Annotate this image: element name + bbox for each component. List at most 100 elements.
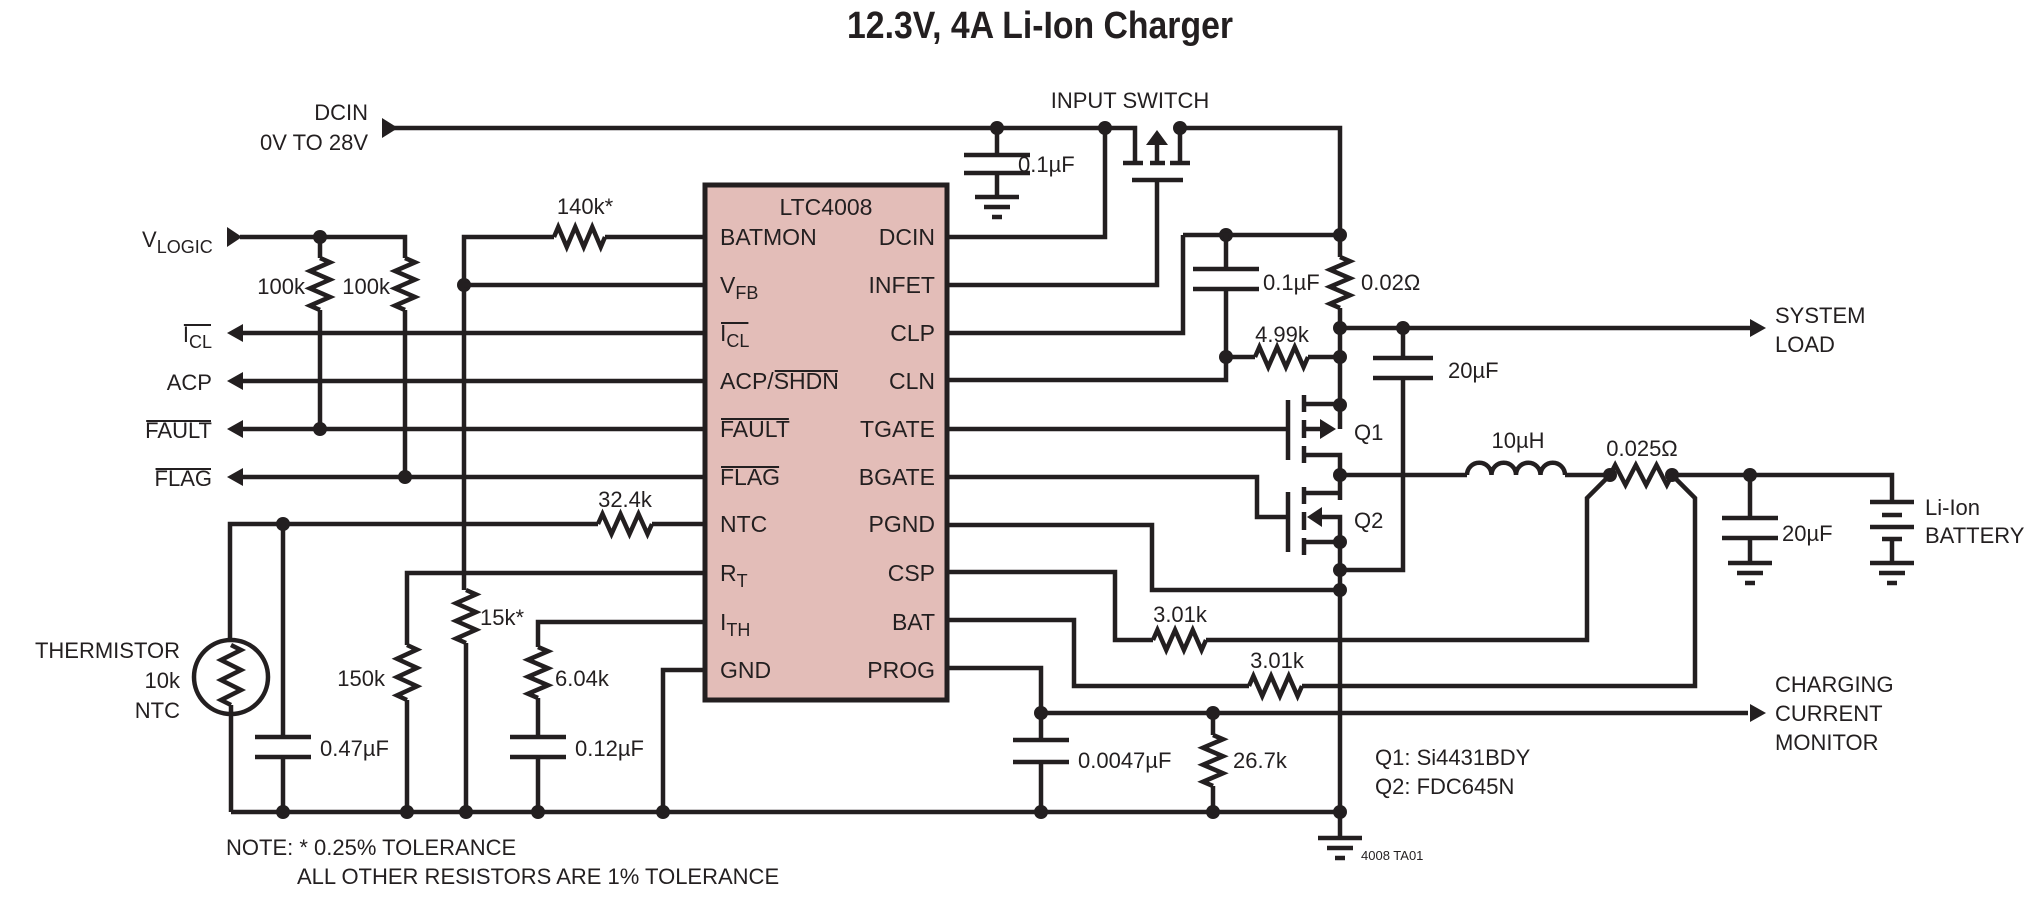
vlogic-wire: [240, 234, 408, 258]
thermistor-icon: [191, 637, 271, 717]
ic-pin-right: BGATE: [859, 464, 935, 490]
charging-monitor-label: MONITOR: [1775, 730, 1878, 755]
resistor-cln: [1252, 341, 1311, 373]
value-label: 0.025Ω: [1606, 436, 1678, 461]
system-load-label: SYSTEM: [1775, 303, 1865, 328]
thermistor-label: THERMISTOR: [35, 638, 180, 663]
infet-wire: [947, 180, 1160, 288]
dcin-range-label: 0V TO 28V: [260, 130, 368, 155]
ic-pin-left: ITH: [720, 609, 750, 640]
value-label: 3.01k: [1250, 648, 1305, 673]
ic-pin-left: NTC: [720, 511, 767, 537]
q2-label: Q2: [1354, 508, 1383, 533]
output-label: FAULT: [145, 418, 212, 443]
wire: [227, 521, 598, 640]
arrow-left-icon: [227, 420, 243, 438]
value-label: 0.47µF: [320, 736, 389, 761]
ic-pin-right: CSP: [888, 560, 935, 586]
wire: [535, 619, 705, 647]
bgate-wire: [947, 474, 1288, 520]
wire: [660, 667, 705, 812]
value-label: 100k: [342, 274, 391, 299]
ic-pin-right: PGND: [869, 511, 935, 537]
resistor-prog: [1197, 732, 1229, 789]
ic-pin-right: INFET: [869, 272, 935, 298]
ic-pin-left: BATMON: [720, 224, 817, 250]
arrow-up-icon: [1146, 130, 1168, 145]
value-label: 6.04k: [555, 666, 610, 691]
csp-sense-wire: [1206, 473, 1612, 643]
charging-monitor-label: CHARGING: [1775, 672, 1894, 697]
ic-pin-left: FAULT: [720, 416, 790, 442]
ic-pin-left: GND: [720, 657, 771, 683]
wires: [227, 121, 1895, 838]
value-label: 0.1µF: [1018, 152, 1075, 177]
wire: [1320, 514, 1343, 542]
prog-wire: [947, 665, 1044, 713]
ic-pin-right: PROG: [867, 657, 935, 683]
q1-label: Q1: [1354, 420, 1383, 445]
dcin-label: DCIN: [314, 100, 368, 125]
wire: [1177, 125, 1343, 235]
arrow-left-icon: [227, 372, 243, 390]
labels: LTC4008BATMONVFBICLACP/SHDNFAULTFLAGNTCR…: [35, 88, 2025, 889]
junction-dot: [656, 805, 670, 819]
ic-pin-left: ACP/SHDN: [720, 368, 839, 394]
part-note: Q1: Si4431BDY: [1375, 745, 1531, 770]
figure-id: 4008 TA01: [1361, 848, 1423, 863]
dcin-rail: [385, 125, 1138, 163]
arrow-right-icon: [1750, 319, 1766, 337]
resistor-ith: [522, 644, 554, 701]
ic-pin-left: RT: [720, 560, 748, 591]
resistor-sense-battery: [1608, 460, 1674, 490]
output-label: ICL: [183, 322, 212, 352]
junction-dot: [1333, 563, 1347, 577]
value-label: 3.01k: [1153, 602, 1208, 627]
vlogic-label: VLOGIC: [142, 227, 213, 257]
bat-wire: [947, 617, 1249, 689]
value-label: 140k*: [557, 194, 614, 219]
value-label: 15k*: [480, 605, 524, 630]
ic-pin-right: CLN: [889, 368, 935, 394]
dcin-pin-wire: [947, 128, 1108, 240]
port-arrow-icon: [382, 118, 398, 138]
wire: [404, 570, 705, 645]
output-label: ACP: [167, 370, 212, 395]
inductor: [1464, 460, 1568, 476]
battery-wire: [1672, 472, 1895, 502]
system-load-label: LOAD: [1775, 332, 1835, 357]
tolerance-note: NOTE: * 0.25% TOLERANCE: [226, 835, 516, 860]
value-label: 20µF: [1782, 521, 1833, 546]
resistor-csp: [1150, 624, 1209, 656]
cln-wire: [947, 289, 1229, 383]
thermistor-label: NTC: [135, 698, 180, 723]
ic-pin-left: VFB: [720, 272, 758, 303]
ic-pin-right: TGATE: [860, 416, 935, 442]
arrow-right-icon: [1750, 704, 1766, 722]
arrow-left-icon: [227, 468, 243, 486]
value-label: 0.12µF: [575, 736, 644, 761]
output-label: FLAG: [155, 466, 212, 491]
value-label: 150k: [337, 666, 386, 691]
arrow-left-icon: [1307, 507, 1322, 527]
ic-pin-left: FLAG: [720, 464, 780, 490]
value-label: 26.7k: [1233, 748, 1288, 773]
ic-pin-right: CLP: [890, 320, 935, 346]
ic-pin-right: BAT: [892, 609, 935, 635]
bat-sense-wire: [1302, 473, 1698, 689]
resistor-sense-input: [1324, 254, 1356, 311]
battery-label: BATTERY: [1925, 523, 2025, 548]
ic-pin-right: DCIN: [879, 224, 935, 250]
junction-dot: [400, 805, 414, 819]
junction-dot: [531, 805, 545, 819]
charging-monitor-label: CURRENT: [1775, 701, 1883, 726]
junction-dot: [459, 805, 473, 819]
value-label: 100k: [257, 274, 306, 299]
components: [191, 118, 1914, 861]
clp-wire: [947, 235, 1186, 336]
value-label: 0.02Ω: [1361, 270, 1420, 295]
thermistor-resistor: [215, 642, 247, 708]
schematic-title: 12.3V, 4A Li-Ion Charger: [847, 5, 1233, 47]
arrow-left-icon: [227, 324, 243, 342]
